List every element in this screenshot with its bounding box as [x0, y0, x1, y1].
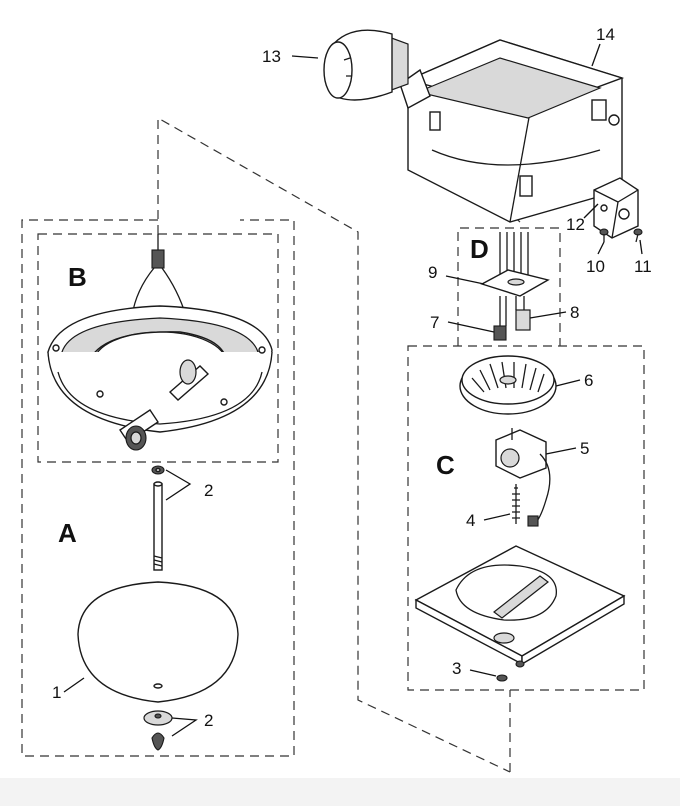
duct-connector-part	[323, 29, 409, 101]
callout-13: 13	[262, 47, 281, 66]
screw-4	[512, 484, 520, 524]
callout-9: 9	[428, 263, 437, 282]
section-label-a: A	[58, 518, 77, 548]
callout-5: 5	[580, 439, 589, 458]
screw-10	[599, 228, 609, 242]
callout-11: 11	[634, 257, 652, 276]
section-label-d: D	[470, 234, 489, 264]
callout-14: 14	[596, 25, 615, 44]
callout-12: 12	[566, 215, 585, 234]
connector-top	[157, 116, 511, 773]
callout-7: 7	[430, 313, 439, 332]
callout-1: 1	[52, 683, 61, 702]
junction-box-part	[593, 177, 639, 239]
callout-4: 4	[466, 511, 475, 530]
nut-3	[496, 660, 525, 682]
mounting-plate-part	[480, 269, 550, 297]
connector-plug-part	[493, 296, 507, 341]
callout-6: 6	[584, 371, 593, 390]
section-label-b: B	[68, 262, 87, 292]
finial-part	[143, 710, 173, 751]
section-label-c: C	[436, 450, 455, 480]
blower-wheel-part	[459, 355, 557, 415]
housing-part	[399, 39, 625, 223]
callout-8: 8	[570, 303, 579, 322]
motor-part	[495, 428, 551, 527]
callout-2-upper: 2	[204, 481, 213, 500]
glass-dome-part	[77, 581, 239, 703]
box-d-outline	[457, 227, 561, 346]
mounting-pan-part	[414, 545, 626, 666]
callout-3: 3	[452, 659, 461, 678]
callout-10: 10	[586, 257, 605, 276]
callout-2-lower: 2	[204, 711, 213, 730]
bottom-margin	[0, 778, 680, 806]
light-fixture-part	[47, 234, 273, 451]
screw-11	[633, 228, 643, 243]
leader-lines	[63, 43, 643, 737]
box-a-outline	[21, 219, 295, 757]
threaded-rod-part	[151, 465, 165, 571]
receptacle-part	[515, 296, 531, 331]
box-c-outline	[407, 345, 645, 691]
